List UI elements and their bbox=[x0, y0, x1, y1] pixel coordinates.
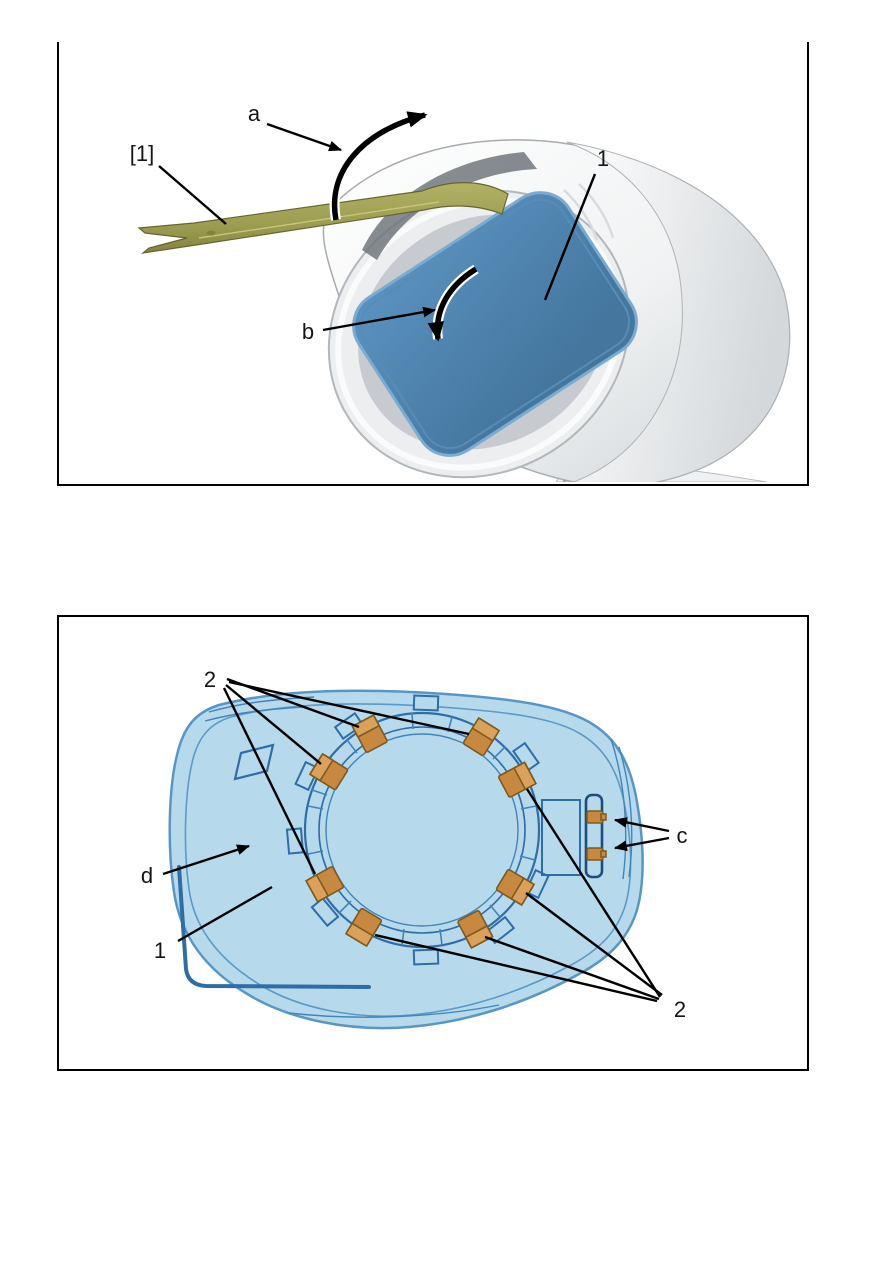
leader-a bbox=[266, 122, 343, 152]
leader-glass bbox=[543, 173, 597, 301]
clip-leaders-lower bbox=[374, 788, 663, 1003]
label-a: a bbox=[248, 101, 261, 126]
leader-tool bbox=[158, 165, 227, 225]
part-leaders bbox=[162, 817, 670, 943]
clip-leaders-upper bbox=[222, 677, 470, 875]
terminal bbox=[586, 810, 607, 824]
trim-tool bbox=[137, 182, 509, 254]
tool-hole bbox=[206, 230, 216, 236]
leader-lines bbox=[158, 122, 597, 332]
leader-d bbox=[162, 844, 251, 876]
label-clips-upper: 2 bbox=[204, 667, 216, 692]
label-glass: 1 bbox=[597, 146, 609, 171]
mirror-glass bbox=[352, 191, 638, 457]
leader-c-lower bbox=[613, 836, 670, 852]
housing-shell-right bbox=[566, 141, 791, 482]
label-terminals: c bbox=[677, 823, 688, 848]
connector-bracket bbox=[541, 793, 604, 879]
label-clips-lower: 2 bbox=[674, 997, 686, 1022]
backing-inner-contour bbox=[184, 703, 632, 1017]
label-glass-back: 1 bbox=[154, 938, 166, 963]
figure-mirror-back: 2 d 1 c 2 bbox=[57, 615, 809, 1071]
ring-ribs bbox=[307, 712, 537, 946]
figure-mirror-pry: a [1] 1 b bbox=[57, 42, 809, 486]
mirror-pry-drawing: a [1] 1 b bbox=[130, 101, 791, 482]
backing-edge-line bbox=[177, 865, 371, 989]
leader-b bbox=[322, 306, 437, 332]
label-backing: d bbox=[141, 863, 153, 888]
heater-terminals bbox=[586, 810, 607, 861]
label-tool: [1] bbox=[130, 141, 154, 166]
mirror-back-drawing: 2 d 1 c 2 bbox=[141, 667, 688, 1030]
label-b: b bbox=[302, 319, 314, 344]
rotate-up-arrow bbox=[329, 110, 428, 221]
leader-1 bbox=[177, 885, 273, 943]
backing-tab-detail bbox=[233, 743, 275, 781]
terminal bbox=[586, 847, 607, 861]
rotate-down-arrow bbox=[427, 264, 479, 342]
leader-c-upper bbox=[613, 817, 670, 833]
